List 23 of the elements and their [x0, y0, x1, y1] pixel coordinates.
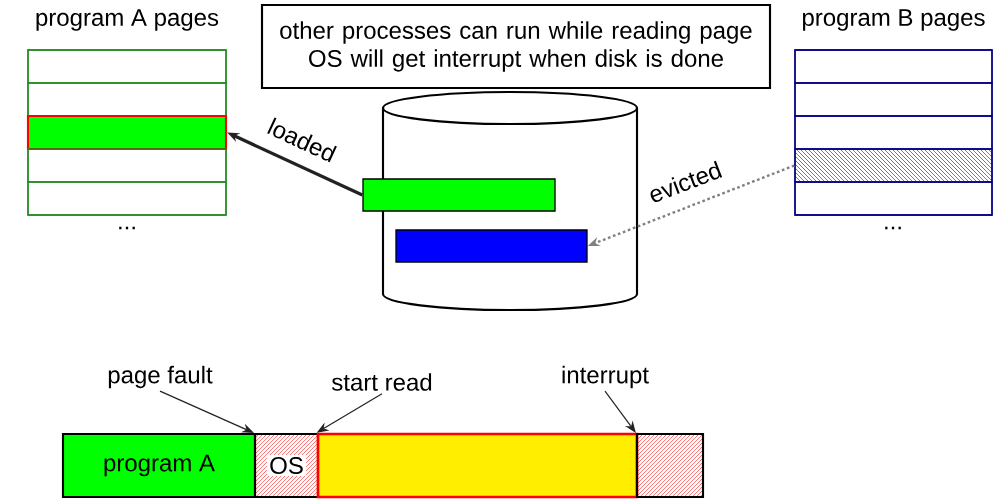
timeline-segment	[635, 432, 705, 499]
page-slot	[794, 181, 993, 216]
page-slot	[27, 148, 227, 183]
timeline-segment	[316, 432, 639, 499]
callout-box: other processes can run while reading page OS will get interrupt when disk is done	[260, 3, 772, 90]
page-slot	[27, 181, 227, 216]
timeline-segment: program A	[61, 432, 257, 499]
page-slot	[27, 49, 227, 84]
page-slot	[794, 49, 993, 84]
node-label: program B pages	[803, 9, 985, 31]
data-block	[362, 178, 556, 212]
annotation-text: start read	[328, 370, 436, 394]
page-slot	[794, 115, 993, 150]
page-slot	[26, 114, 228, 151]
ellipsis-text: ...	[119, 226, 135, 230]
ellipsis-text: ...	[885, 226, 901, 230]
page-slot	[794, 148, 993, 183]
leader-arrow	[604, 390, 636, 433]
node-label: program A pages	[36, 9, 219, 31]
data-block	[395, 229, 588, 263]
page-slot	[794, 82, 993, 117]
annotation-text: page fault	[104, 363, 216, 391]
annotation-text: interrupt	[558, 363, 652, 391]
